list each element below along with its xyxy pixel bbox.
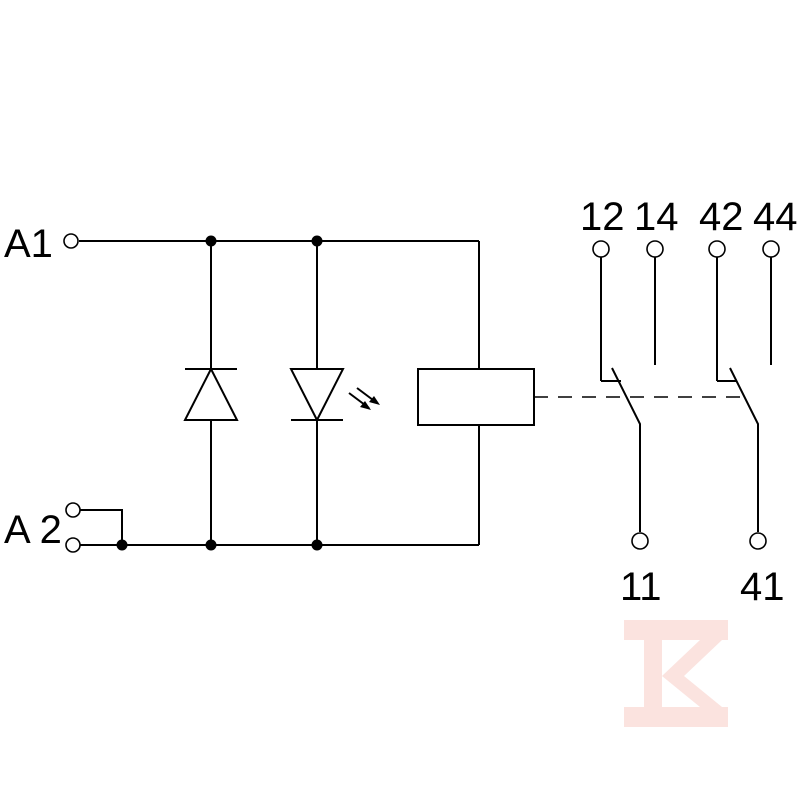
terminal-14 xyxy=(646,240,664,258)
changeover-contact-1 xyxy=(600,256,656,532)
label-12: 12 xyxy=(580,195,625,239)
label-14: 14 xyxy=(634,195,679,239)
label-a1: A1 xyxy=(4,222,53,266)
label-a2: A 2 xyxy=(4,508,62,552)
watermark-logo xyxy=(624,620,728,727)
diode-symbol xyxy=(183,366,239,421)
junction-dot xyxy=(205,539,217,551)
junction-dot xyxy=(311,235,323,247)
terminal-a2-lower xyxy=(65,537,81,553)
label-42: 42 xyxy=(699,195,744,239)
terminal-42 xyxy=(708,240,726,258)
label-41: 41 xyxy=(740,565,785,609)
terminal-11 xyxy=(631,532,649,550)
led-symbol xyxy=(289,368,380,423)
label-44: 44 xyxy=(753,195,798,239)
junction-dot xyxy=(311,539,323,551)
relay-coil xyxy=(417,368,535,426)
wire-a2-jumper xyxy=(80,509,123,545)
junction-dot xyxy=(205,235,217,247)
changeover-contact-2 xyxy=(716,256,772,532)
terminal-a1 xyxy=(63,233,79,249)
terminal-41 xyxy=(749,532,767,550)
junction-dot xyxy=(116,539,128,551)
label-11: 11 xyxy=(620,565,662,609)
terminal-12 xyxy=(592,240,610,258)
terminal-a2-upper xyxy=(65,502,81,518)
terminal-44 xyxy=(762,240,780,258)
